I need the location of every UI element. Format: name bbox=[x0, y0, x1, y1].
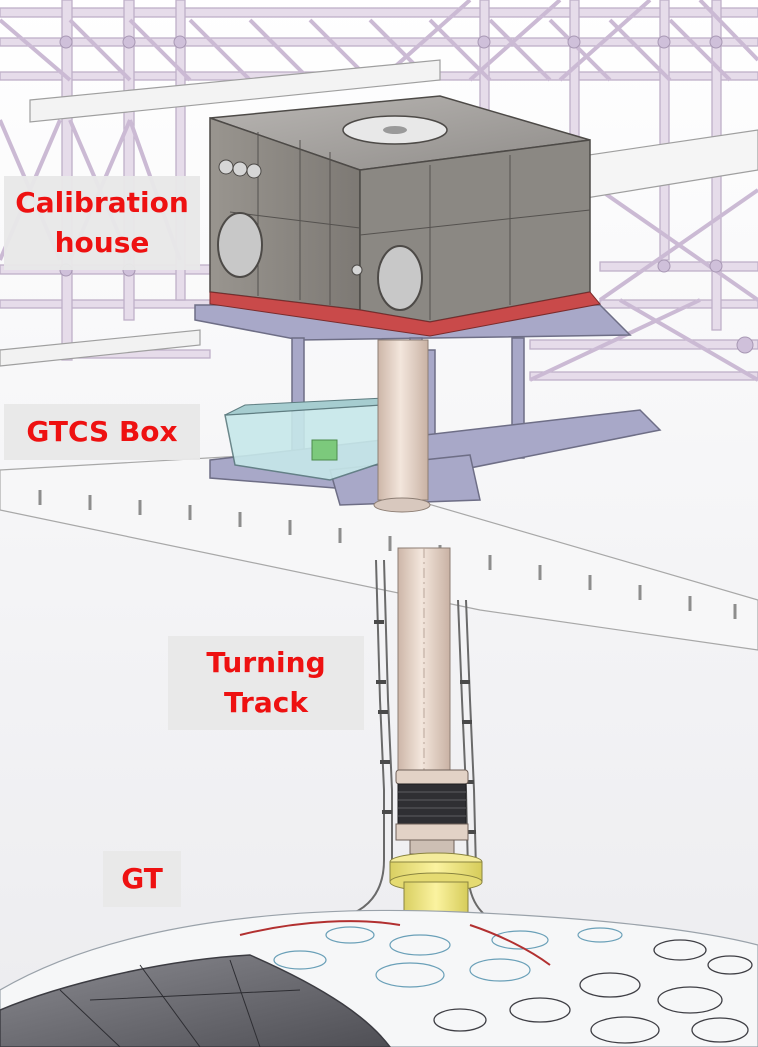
detector-dome bbox=[0, 909, 758, 1047]
calibration-house-shape bbox=[209, 95, 601, 337]
truss-joints bbox=[59, 35, 754, 354]
gtcs-box-shape bbox=[224, 397, 391, 481]
vertical-pipe bbox=[373, 339, 451, 860]
turning-track-label: Turning Track bbox=[168, 636, 364, 730]
gtcs-box-label: GTCS Box bbox=[4, 404, 200, 460]
gt-label-text: GT bbox=[121, 862, 163, 895]
truss-diagonals bbox=[0, 0, 758, 382]
calibration-house-label-line2: house bbox=[54, 226, 150, 259]
gtcs-box-label-text: GTCS Box bbox=[26, 415, 178, 448]
gt-label: GT bbox=[103, 851, 181, 907]
cable-rail-clamps bbox=[374, 620, 476, 834]
turning-track-label-line2: Track bbox=[224, 686, 308, 719]
calibration-house-label-line1: Calibration bbox=[15, 186, 189, 219]
bearing-assembly bbox=[395, 769, 469, 855]
turning-track-label-line1: Turning bbox=[206, 646, 326, 679]
calibration-house-label: Calibration house bbox=[4, 176, 200, 270]
